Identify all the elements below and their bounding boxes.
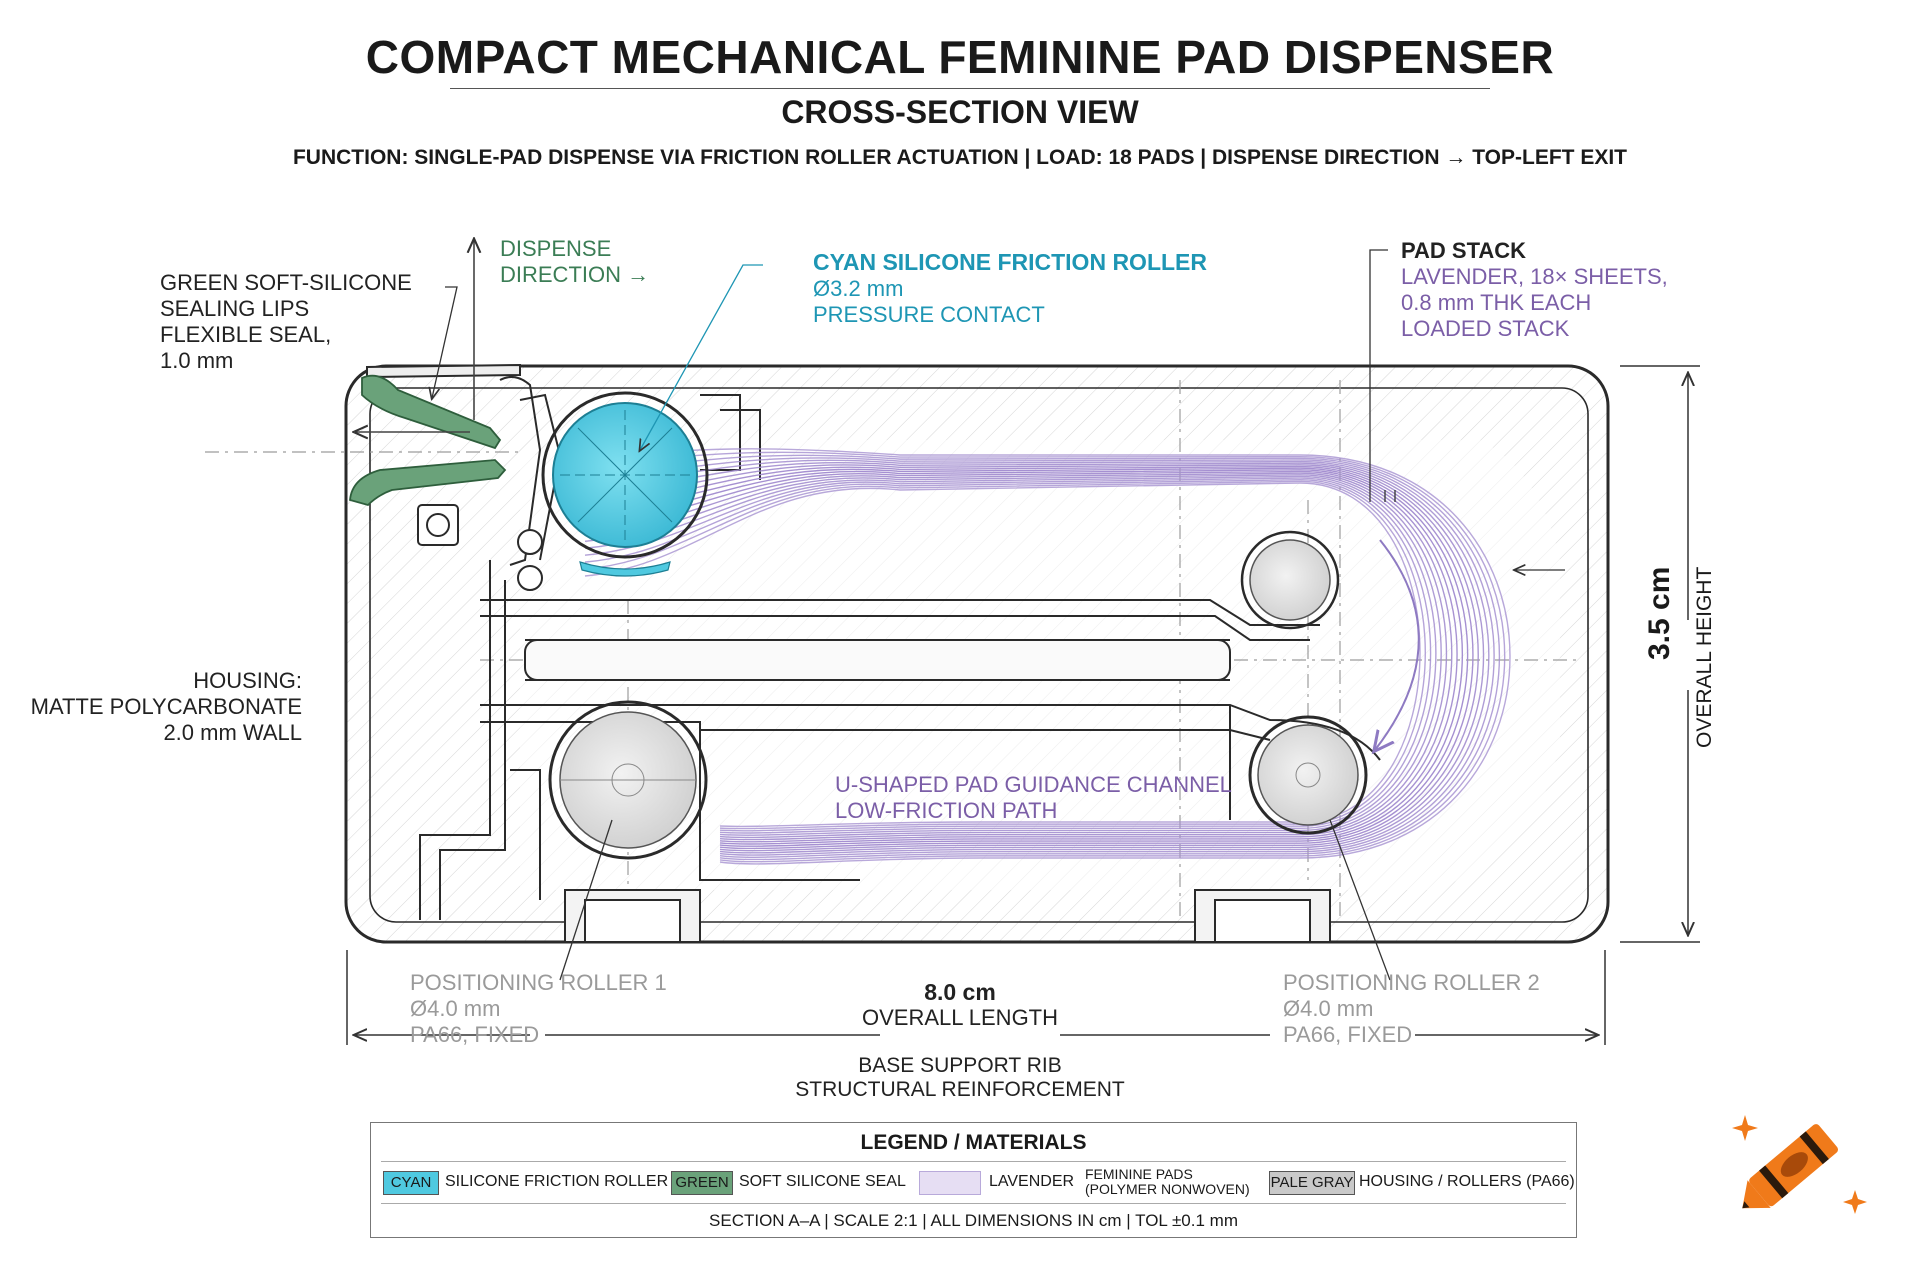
legend-text-gray: HOUSING / ROLLERS (PA66) bbox=[1359, 1173, 1575, 1190]
legend-title: LEGEND / MATERIALS bbox=[860, 1131, 1087, 1154]
length-value: 8.0 cm bbox=[924, 979, 996, 1005]
positioning-roller-2[interactable] bbox=[1248, 715, 1368, 835]
length-dimension bbox=[346, 950, 1606, 1045]
channel-note: LOW-FRICTION PATH bbox=[835, 798, 1058, 823]
friction-roller-note: PRESSURE CONTACT bbox=[813, 302, 1045, 327]
positioning-roller-2-diameter: Ø4.0 mm bbox=[1283, 996, 1374, 1021]
housing-material: MATTE POLYCARBONATE bbox=[30, 694, 302, 719]
pad-stack-label: PAD STACK bbox=[1401, 238, 1527, 263]
pad-sheet bbox=[584, 448, 1511, 865]
pad-sheet bbox=[584, 475, 1442, 836]
pad-sheet bbox=[584, 451, 1506, 863]
legend-footer: SECTION A–A | SCALE 2:1 | ALL DIMENSIONS… bbox=[709, 1211, 1238, 1230]
guide-channel-rails bbox=[419, 560, 1381, 920]
function-summary: FUNCTION: SINGLE-PAD DISPENSE VIA FRICTI… bbox=[292, 146, 1628, 169]
legend-divider-2 bbox=[381, 1203, 1566, 1204]
positioning-roller-1[interactable] bbox=[548, 700, 708, 860]
seal-label-title: GREEN SOFT-SILICONE bbox=[160, 270, 412, 295]
guide-roller-upper bbox=[1240, 530, 1340, 630]
legend-divider bbox=[381, 1161, 1566, 1162]
pad-sheet bbox=[584, 479, 1432, 832]
pad-sheet bbox=[584, 461, 1485, 854]
base-rib-note: STRUCTURAL REINFORCEMENT bbox=[795, 1078, 1125, 1101]
dispense-direction-label: DISPENSE bbox=[500, 236, 612, 261]
seal-label-spec: FLEXIBLE SEAL, bbox=[160, 322, 332, 347]
height-label: OVERALL HEIGHT bbox=[1693, 566, 1716, 748]
positioning-roller-1-diameter: Ø4.0 mm bbox=[410, 996, 501, 1021]
pad-sheet bbox=[584, 464, 1479, 852]
seal-label-title-2: SEALING LIPS bbox=[160, 296, 310, 321]
pad-sheet bbox=[584, 469, 1463, 845]
pad-stack-note: LOADED STACK bbox=[1401, 316, 1570, 341]
legend-panel: LEGEND / MATERIALS CYAN SILICONE FRICTIO… bbox=[370, 1122, 1577, 1238]
length-label: OVERALL LENGTH bbox=[861, 1005, 1059, 1030]
housing-wall: 2.0 mm WALL bbox=[163, 720, 302, 745]
friction-roller[interactable] bbox=[541, 391, 709, 577]
crayon-logo-icon bbox=[1732, 1115, 1867, 1214]
base-rib-label: BASE SUPPORT RIB bbox=[858, 1054, 1062, 1077]
exit-mouth-assembly bbox=[366, 363, 761, 591]
pad-sheet bbox=[584, 467, 1469, 847]
legend-swatch-green: GREEN bbox=[671, 1171, 733, 1195]
title-underline bbox=[450, 88, 1490, 89]
legend-swatch-cyan: CYAN bbox=[383, 1171, 439, 1195]
diagram-title: COMPACT MECHANICAL FEMININE PAD DISPENSE… bbox=[365, 31, 1555, 83]
pad-sheet bbox=[584, 459, 1490, 856]
legend-text-lavender: LAVENDER bbox=[989, 1173, 1075, 1190]
pad-sheet bbox=[584, 470, 1458, 843]
housing-label: HOUSING: bbox=[193, 668, 302, 693]
positioning-roller-1-material: PA66, FIXED bbox=[410, 1022, 540, 1047]
legend-text-pads: FEMININE PADS bbox=[1085, 1166, 1193, 1182]
guidance-flow-arrow bbox=[1375, 539, 1420, 750]
friction-roller-label: CYAN SILICONE FRICTION ROLLER bbox=[813, 249, 1207, 275]
pad-stack-thickness: 0.8 mm THK EACH bbox=[1401, 290, 1592, 315]
dispense-direction-arrows bbox=[354, 240, 474, 432]
positioning-roller-2-label: POSITIONING ROLLER 2 bbox=[1283, 970, 1540, 995]
silicone-sealing-lips bbox=[349, 374, 507, 507]
positioning-roller-2-material: PA66, FIXED bbox=[1283, 1022, 1413, 1047]
legend-text-cyan: SILICONE FRICTION ROLLER bbox=[445, 1173, 669, 1190]
pad-sheet bbox=[584, 465, 1474, 850]
pad-sheet bbox=[584, 457, 1495, 858]
dispense-direction-label-2: DIRECTION → bbox=[500, 262, 650, 287]
pad-stack-sheets bbox=[584, 448, 1511, 865]
legend-swatch-lavender bbox=[919, 1171, 981, 1195]
positioning-roller-1-label: POSITIONING ROLLER 1 bbox=[410, 970, 667, 995]
height-dimension bbox=[1620, 365, 1700, 943]
base-support-ribs bbox=[564, 889, 1331, 943]
legend-text-pads-material: (POLYMER NONWOVEN) bbox=[1085, 1181, 1250, 1197]
channel-label: U-SHAPED PAD GUIDANCE CHANNEL bbox=[835, 772, 1232, 797]
height-value: 3.5 cm bbox=[1643, 566, 1676, 660]
legend-swatch-gray: PALE GRAY bbox=[1269, 1171, 1355, 1195]
pad-stack-spec: LAVENDER, 18× SHEETS, bbox=[1401, 264, 1668, 289]
seal-label-thickness: 1.0 mm bbox=[160, 348, 234, 373]
pad-sheet bbox=[584, 474, 1448, 839]
pad-sheet bbox=[584, 480, 1426, 830]
legend-text-green: SOFT SILICONE SEAL bbox=[739, 1173, 906, 1190]
leader-lines bbox=[432, 249, 1565, 981]
diagram-subtitle: CROSS-SECTION VIEW bbox=[781, 94, 1139, 130]
friction-roller-diameter: Ø3.2 mm bbox=[813, 276, 904, 301]
pad-sheet bbox=[584, 472, 1453, 841]
pad-sheet bbox=[584, 477, 1437, 834]
pad-sheet bbox=[584, 454, 1500, 861]
